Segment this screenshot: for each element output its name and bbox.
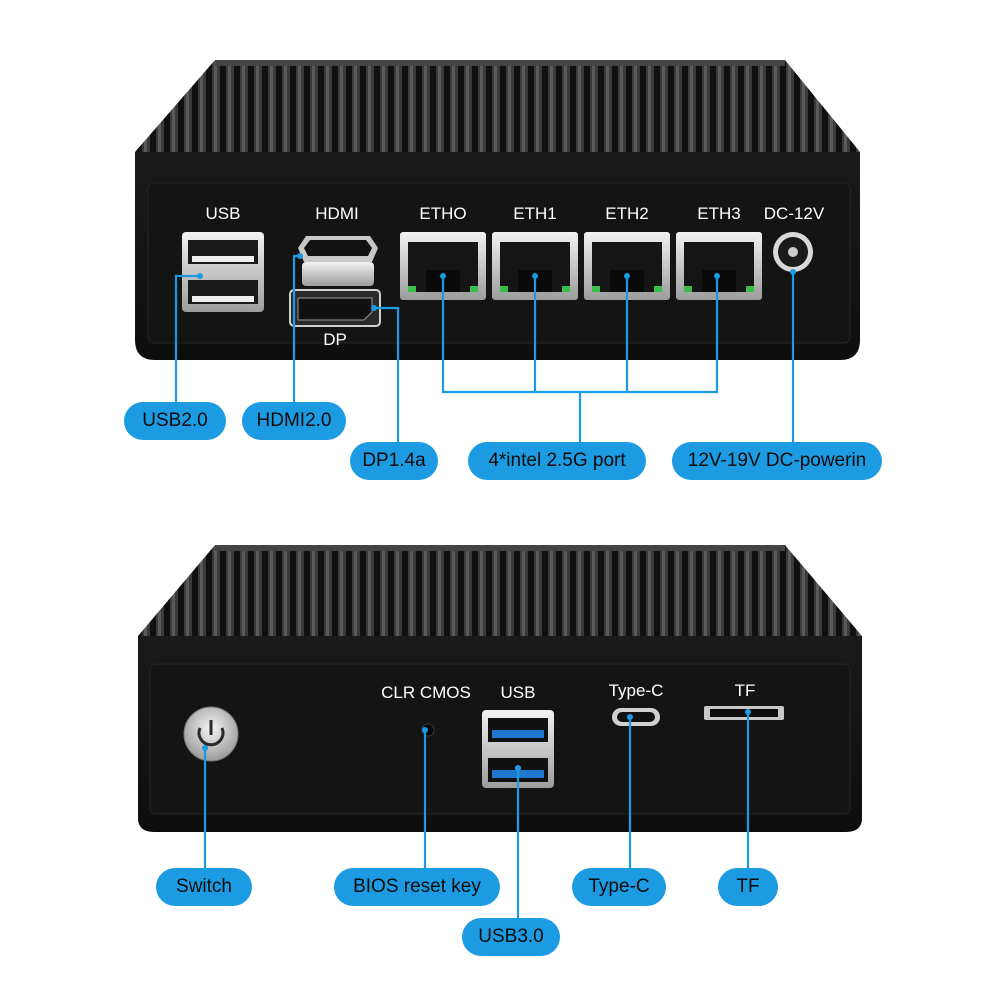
top-eth2-label: ETH2 bbox=[605, 204, 649, 223]
top-hdmi-label: HDMI bbox=[315, 204, 359, 223]
bottom-typec-label: Type-C bbox=[608, 681, 664, 700]
callout-usb3: USB3.0 bbox=[462, 918, 560, 956]
callout-typec: Type-C bbox=[572, 868, 666, 906]
top-eth3-label: ETH3 bbox=[697, 204, 741, 223]
rj45-port-3 bbox=[676, 232, 762, 300]
callout-dp14a: DP1.4a bbox=[350, 442, 438, 480]
top-usb-label: USB bbox=[205, 204, 241, 223]
rj45-port-2 bbox=[584, 232, 670, 300]
top-dp-label: DP bbox=[323, 330, 347, 349]
usb2-port bbox=[182, 232, 264, 312]
top-device-heatsink bbox=[135, 60, 860, 152]
bottom-device-heatsink bbox=[138, 545, 862, 636]
power-button bbox=[183, 706, 239, 762]
hdmi-port bbox=[298, 236, 378, 286]
top-dc-label: DC-12V bbox=[763, 204, 825, 223]
top-eth1-label: ETH1 bbox=[513, 204, 557, 223]
callout-dc-power: 12V-19V DC-powerin bbox=[672, 442, 882, 480]
top-eth0-label: ETHO bbox=[419, 204, 467, 223]
callout-switch: Switch bbox=[156, 868, 252, 906]
callout-hdmi2: HDMI2.0 bbox=[242, 402, 346, 440]
bottom-tf-label: TF bbox=[734, 681, 756, 700]
bottom-device bbox=[138, 545, 862, 918]
bottom-usb-label: USB bbox=[500, 683, 536, 702]
bottom-clr-cmos-label: CLR CMOS bbox=[381, 683, 471, 702]
top-callout-lines bbox=[174, 253, 796, 442]
callout-ethernet: 4*intel 2.5G port bbox=[468, 442, 646, 480]
callout-tf: TF bbox=[718, 868, 778, 906]
top-device bbox=[135, 60, 860, 442]
dp-port bbox=[289, 289, 381, 327]
callout-bios-reset: BIOS reset key bbox=[334, 868, 500, 906]
bottom-callout-lines bbox=[202, 709, 751, 918]
tf-slot bbox=[704, 706, 784, 720]
dc-jack bbox=[773, 232, 813, 272]
rj45-port-1 bbox=[492, 232, 578, 300]
typec-port bbox=[612, 708, 660, 726]
callout-usb2: USB2.0 bbox=[124, 402, 226, 440]
